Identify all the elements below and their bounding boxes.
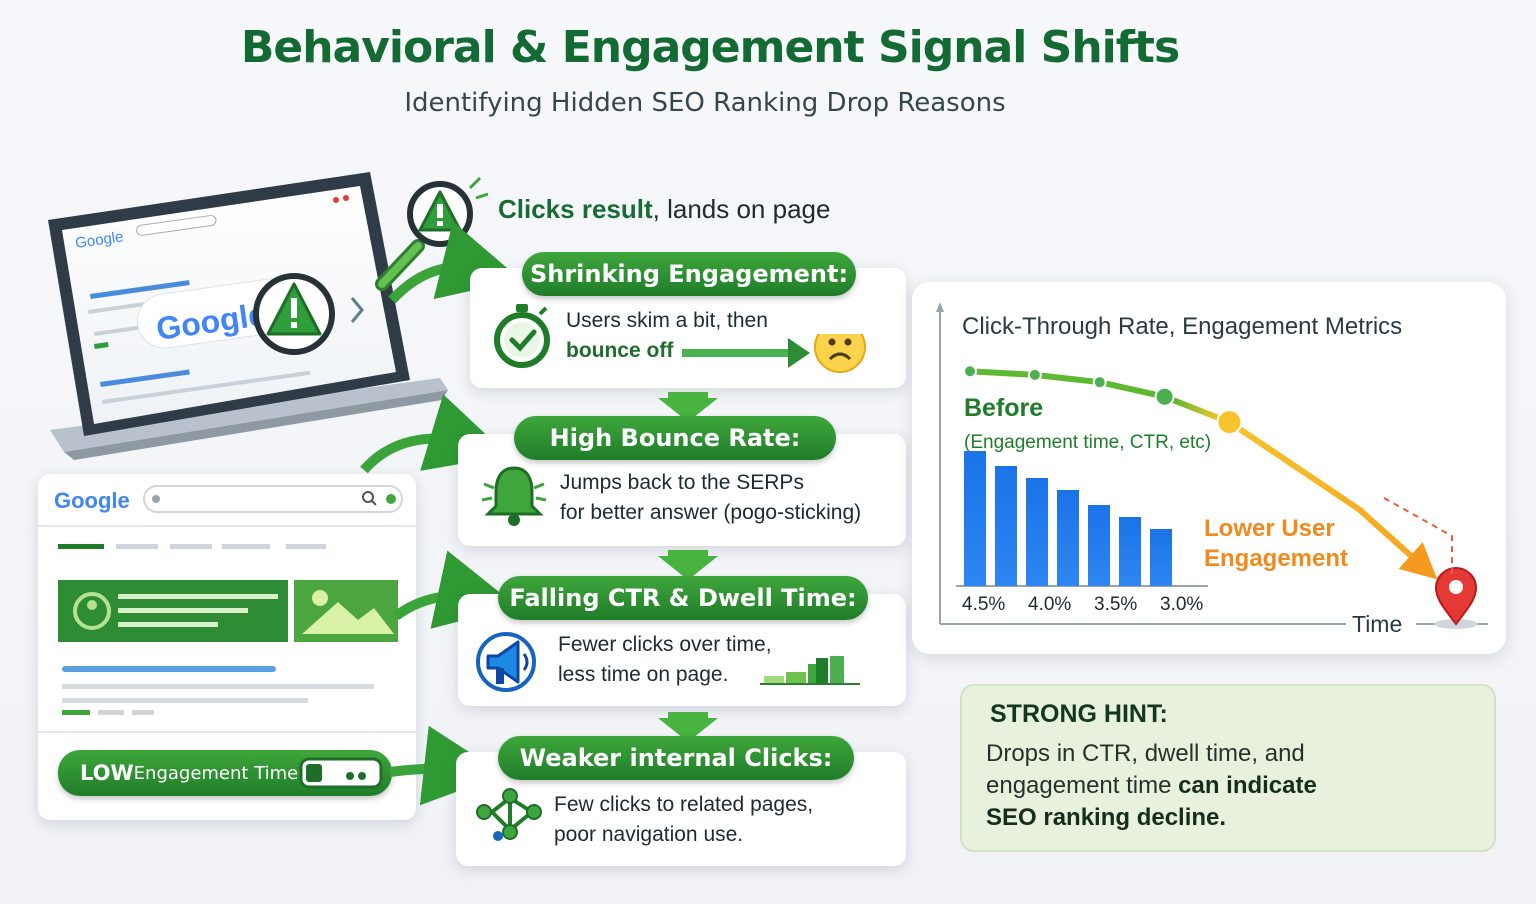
chart-title: Click-Through Rate, Engagement Metrics [962,313,1402,340]
google-logo-browser: Google [54,488,130,513]
toggle-low-icon [299,757,383,789]
chart-bar [964,451,986,586]
bell-icon [481,466,547,526]
step-3-line-1: Fewer clicks over time, [558,633,772,656]
annotation-line-2: Engagement [1204,545,1348,572]
chart-bar [1088,505,1110,586]
step-title-falling-ctr: Falling CTR & Dwell Time: [498,576,868,620]
step-4-line-2: poor navigation use. [554,823,744,846]
trend-point [1092,375,1107,390]
chart-bar [1026,478,1048,586]
tick-label: 3.0% [1160,594,1203,615]
chart-bar [1119,517,1141,586]
network-icon [476,788,542,841]
hint-line-1: Drops in CTR, dwell time, and [986,740,1305,767]
intro-rest: , lands on page [652,194,831,224]
trend-point [1027,367,1042,382]
hint-line-3: SEO ranking decline. [986,804,1227,831]
intro-text: Clicks result, lands on page [498,194,830,225]
chart-bar [995,466,1017,586]
hint-line-2a: engagement time [986,772,1179,799]
intro-bold: Clicks result [498,194,653,224]
page-subtitle: Identifying Hidden SEO Ranking Drop Reas… [404,88,1006,118]
hint-card [960,684,1496,852]
legend-before-sub: (Engagement time, CTR, etc) [964,432,1211,453]
x-axis-label: Time [1352,611,1402,637]
stopwatch-icon [494,304,550,368]
browser-mockup-graphics: Google [38,485,416,733]
annotation-line-1: Lower User [1204,515,1335,542]
tick-labels-group: 4.5% 4.0% 3.5% 3.0% [962,594,1203,615]
browser-search-input [143,485,403,513]
hint-title: STRONG HINT: [990,700,1168,728]
magnifier-warning-icon [375,176,489,291]
engagement-chart: Click-Through Rate, Engagement Metrics B… [936,302,1488,637]
bounce-arrow-sad-face [682,334,866,373]
hint-line-2b: can indicate [1178,772,1317,799]
down-arrows [658,392,718,742]
trend-line [967,368,1438,580]
low-engagement-bold: LOW [80,761,134,785]
page-title: Behavioral & Engagement Signal Shifts [240,22,1180,73]
google-logo-small: Google [74,228,124,252]
step-2-line-1: Jumps back to the SERPs [560,471,804,494]
low-engagement-rest: Engagement Time [133,762,299,784]
step-title-high-bounce: High Bounce Rate: [514,416,836,460]
tick-label: 4.0% [1028,594,1071,615]
step-1-line-2: bounce off [566,339,674,362]
chart-bar [1057,490,1079,586]
step-title-weaker-clicks: Weaker internal Clicks: [498,736,854,780]
trend-group [963,364,1438,580]
step-3-line-2: less time on page. [558,663,729,686]
legend-before: Before [964,394,1043,422]
location-pin-icon [1434,566,1478,629]
hint-text: Drops in CTR, dwell time, and engagement… [986,738,1476,834]
bars-group [956,451,1208,587]
laptop-illustration: Google Google [48,172,448,460]
trend-point [1154,386,1175,407]
step-4-line-1: Few clicks to related pages, [554,793,814,816]
megaphone-icon [476,632,536,692]
step-2-line-2: for better answer (pogo-sticking) [560,501,862,524]
step-title-shrinking-engagement: Shrinking Engagement: [522,252,856,296]
tick-label: 4.5% [962,594,1005,615]
step-1-line-1: Users skim a bit, then [566,309,768,332]
mini-bars-icon [760,656,860,685]
chart-bar [1150,529,1172,586]
trend-point [963,364,977,379]
tick-label: 3.5% [1094,594,1137,615]
flow-arrows [360,221,520,806]
trend-point [1216,409,1243,436]
